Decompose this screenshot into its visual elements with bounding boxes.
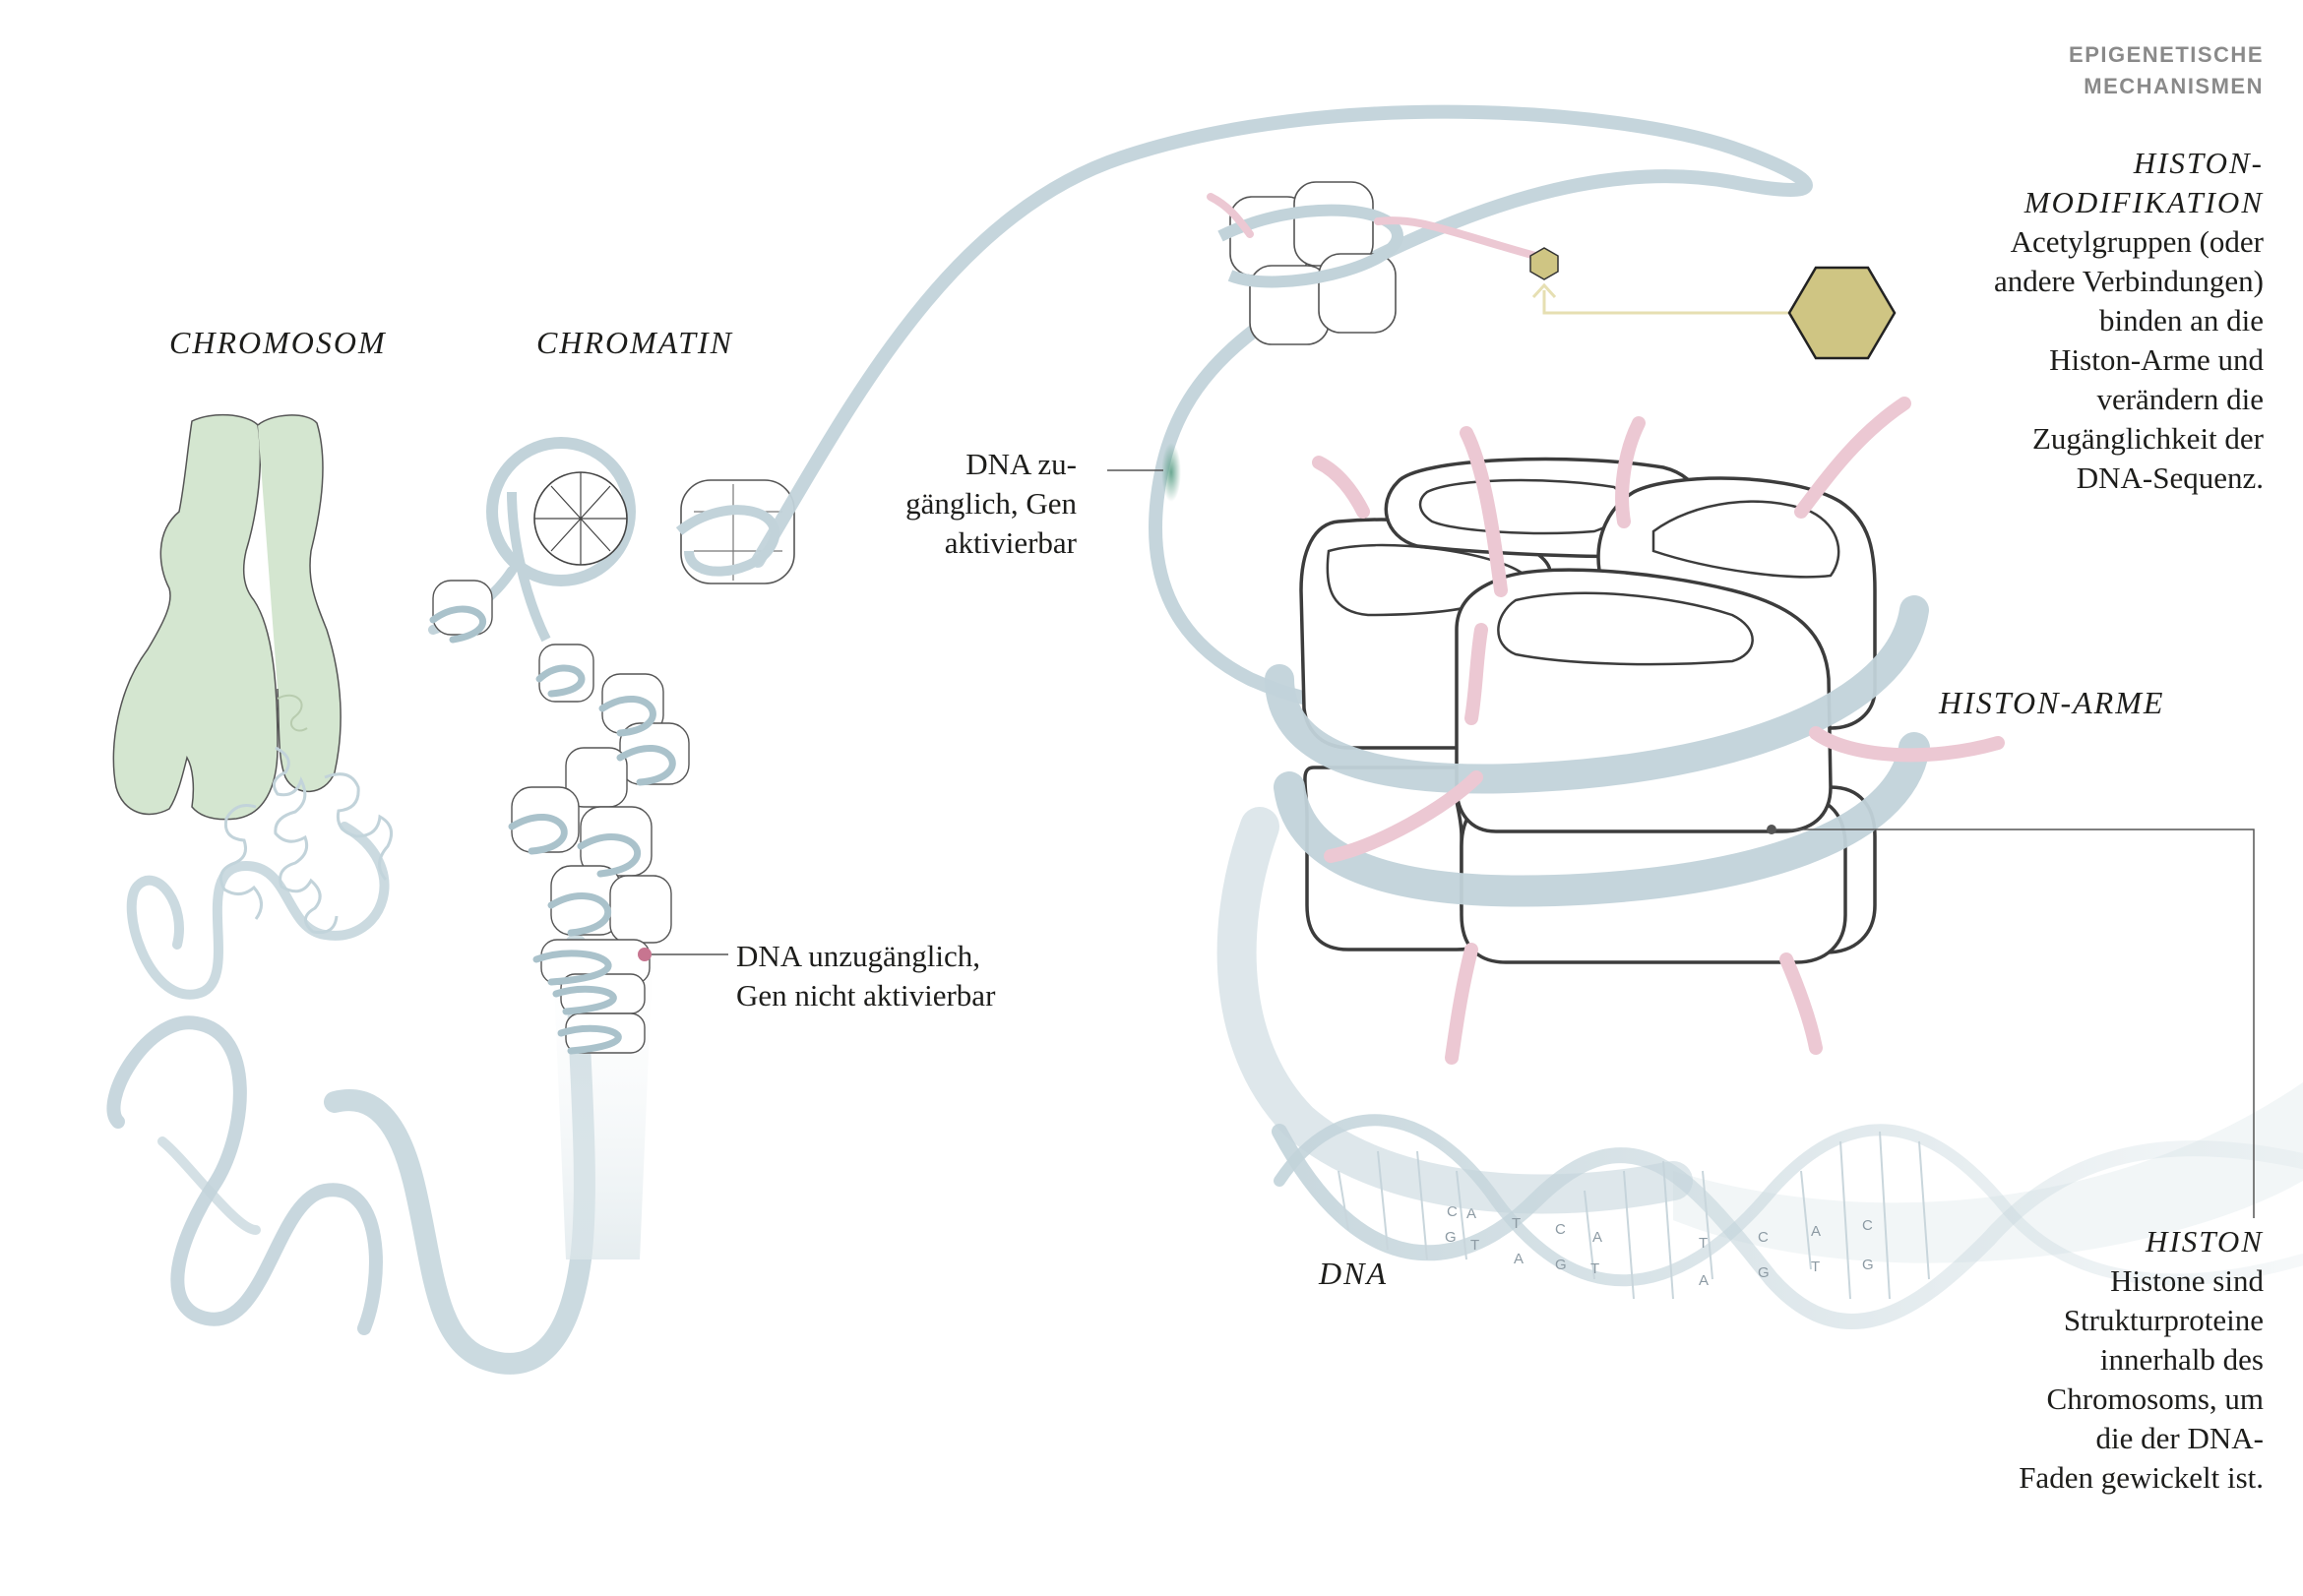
base-letter: C — [1555, 1221, 1566, 1238]
callout-line: Strukturproteine — [2063, 1303, 2264, 1337]
base-letter: C — [1758, 1229, 1769, 1246]
acetyl-group-large — [1787, 266, 1897, 360]
callout-title: HISTON- — [2133, 146, 2264, 180]
chromatin-nucleosomes — [429, 491, 728, 1055]
histone-arms — [1312, 397, 2005, 1065]
section-title: EPIGENETISCHE MECHANISMEN — [2069, 39, 2264, 102]
acetyl-group-small — [1529, 247, 1559, 280]
histon-callout: HISTON Histone sind Strukturproteine inn… — [2019, 1222, 2264, 1498]
base-letter: C — [1447, 1203, 1458, 1220]
base-letter: A — [1699, 1272, 1709, 1289]
base-letter: T — [1811, 1258, 1820, 1275]
callout-line: verändern die — [2096, 382, 2264, 416]
callout-line: gänglich, Gen — [905, 486, 1077, 521]
callout-line: Histone sind — [2110, 1263, 2264, 1298]
callout-line: Zugänglichkeit der — [2032, 421, 2264, 456]
callout-line: Gen nicht aktivierbar — [736, 978, 996, 1013]
callout-title: MODIFIKATION — [2023, 185, 2264, 219]
callout-line: binden an die — [2098, 303, 2264, 338]
dna-strand-main — [751, 104, 1813, 724]
dna-ribbon-large — [1216, 807, 1693, 1214]
section-title-line: MECHANISMEN — [2084, 74, 2264, 98]
histon-leader — [1767, 825, 2255, 1218]
base-letter: A — [1592, 1229, 1602, 1246]
base-letter: T — [1699, 1235, 1708, 1252]
callout-line: Histon-Arme und — [2049, 342, 2264, 377]
base-letter: A — [1466, 1205, 1476, 1222]
histon-modifikation-callout: HISTON- MODIFIKATION Acetylgruppen (oder… — [1994, 144, 2264, 498]
callout-line: Chromosoms, um — [2046, 1381, 2264, 1416]
base-letter: T — [1590, 1260, 1599, 1277]
base-letter: T — [1470, 1237, 1479, 1254]
chromatin-label: CHROMATIN — [536, 325, 733, 360]
acetyl-arrow — [1531, 282, 1788, 315]
section-title-line: EPIGENETISCHE — [2069, 42, 2264, 67]
callout-line: aktivierbar — [944, 525, 1077, 560]
dna-accessible-callout: DNA zu- gänglich, Gen aktivierbar — [905, 445, 1077, 563]
dna-label: DNA — [1319, 1256, 1388, 1291]
base-letter: C — [1862, 1217, 1873, 1234]
callout-title: HISTON — [2146, 1224, 2264, 1258]
callout-line: die der DNA- — [2095, 1421, 2264, 1455]
base-letter: G — [1862, 1257, 1874, 1273]
base-letter: G — [1555, 1257, 1567, 1273]
callout-line: DNA-Sequenz. — [2076, 460, 2264, 495]
chromosom-label: CHROMOSOM — [169, 325, 387, 360]
base-letter: T — [1512, 1215, 1521, 1232]
dna-inaccessible-callout: DNA unzugänglich, Gen nicht aktivierbar — [736, 937, 995, 1015]
histon-arme-label: HISTON-ARME — [1939, 685, 2165, 720]
base-letter: A — [1514, 1251, 1524, 1267]
base-letter: G — [1445, 1229, 1457, 1246]
callout-line: Acetylgruppen (oder — [2010, 224, 2264, 259]
inaccessible-marker — [638, 948, 652, 961]
callout-line: DNA zu- — [965, 447, 1077, 481]
large-histone — [1265, 457, 1930, 964]
chromatin-fiber-left — [106, 822, 390, 1335]
base-letter: A — [1811, 1223, 1821, 1240]
callout-line: innerhalb des — [2099, 1342, 2264, 1377]
callout-line: Faden gewickelt ist. — [2019, 1460, 2264, 1495]
small-histone — [1207, 181, 1539, 345]
callout-line: andere Verbindungen) — [1993, 264, 2264, 298]
callout-line: DNA unzugänglich, — [736, 939, 980, 973]
base-letter: G — [1758, 1264, 1770, 1281]
chromosome — [112, 413, 342, 821]
accessible-marker — [1161, 443, 1181, 502]
